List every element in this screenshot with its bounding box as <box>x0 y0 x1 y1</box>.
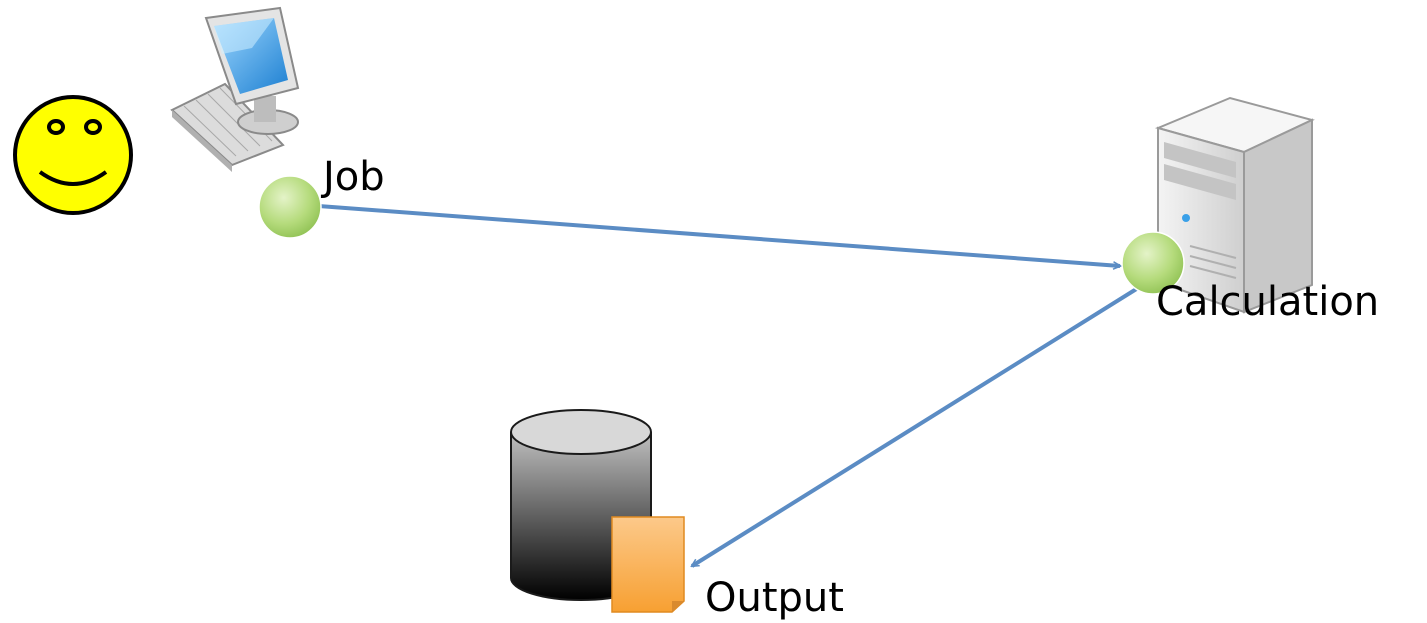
job-to-calculation-arrow <box>291 202 1120 266</box>
document-icon <box>611 516 685 613</box>
desktop-computer-icon <box>170 6 300 172</box>
calculation-label: Calculation <box>1156 279 1379 325</box>
calculation-node <box>1121 231 1185 295</box>
server-tower-icon <box>1154 96 1315 314</box>
job-label: Job <box>320 154 385 200</box>
smiley-face-icon <box>13 95 133 215</box>
output-label: Output <box>705 575 844 621</box>
calculation-to-output-arrow <box>692 286 1140 568</box>
job-node <box>258 175 322 239</box>
